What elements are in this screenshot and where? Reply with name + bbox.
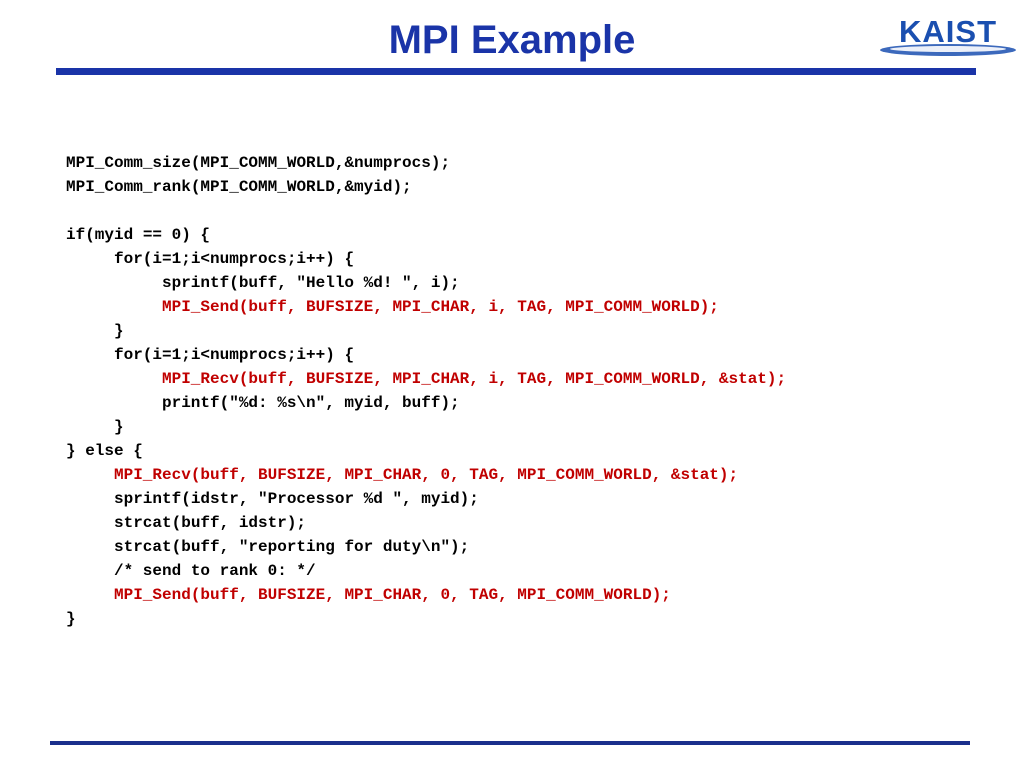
code-line-highlighted: MPI_Recv(buff, BUFSIZE, MPI_CHAR, i, TAG… <box>162 370 787 388</box>
footer-divider <box>50 741 970 745</box>
code-line: for(i=1;i<numprocs;i++) { <box>114 346 355 364</box>
code-line: /* send to rank 0: */ <box>114 562 316 580</box>
code-line-highlighted: MPI_Send(buff, BUFSIZE, MPI_CHAR, i, TAG… <box>162 298 719 316</box>
code-line-highlighted: MPI_Send(buff, BUFSIZE, MPI_CHAR, 0, TAG… <box>114 586 671 604</box>
code-line: } <box>114 322 124 340</box>
code-line: printf("%d: %s\n", myid, buff); <box>162 394 460 412</box>
code-line-highlighted: MPI_Recv(buff, BUFSIZE, MPI_CHAR, 0, TAG… <box>114 466 739 484</box>
code-line: } else { <box>66 442 143 460</box>
slide-title: MPI Example <box>388 18 636 62</box>
code-line: if(myid == 0) { <box>66 226 211 244</box>
code-line: } <box>114 418 124 436</box>
code-line: MPI_Comm_size(MPI_COMM_WORLD,&numprocs); <box>66 154 451 172</box>
code-line <box>66 199 986 223</box>
code-line: for(i=1;i<numprocs;i++) { <box>114 250 355 268</box>
title-divider <box>56 68 976 75</box>
code-line: } <box>66 610 76 628</box>
code-line: sprintf(buff, "Hello %d! ", i); <box>162 274 460 292</box>
code-block: MPI_Comm_size(MPI_COMM_WORLD,&numprocs);… <box>66 151 986 631</box>
code-line: MPI_Comm_rank(MPI_COMM_WORLD,&myid); <box>66 178 412 196</box>
code-line: strcat(buff, "reporting for duty\n"); <box>114 538 470 556</box>
kaist-logo: KAIST <box>880 14 1016 56</box>
code-line: sprintf(idstr, "Processor %d ", myid); <box>114 490 479 508</box>
logo-text: KAIST <box>899 14 997 49</box>
code-line: strcat(buff, idstr); <box>114 514 307 532</box>
